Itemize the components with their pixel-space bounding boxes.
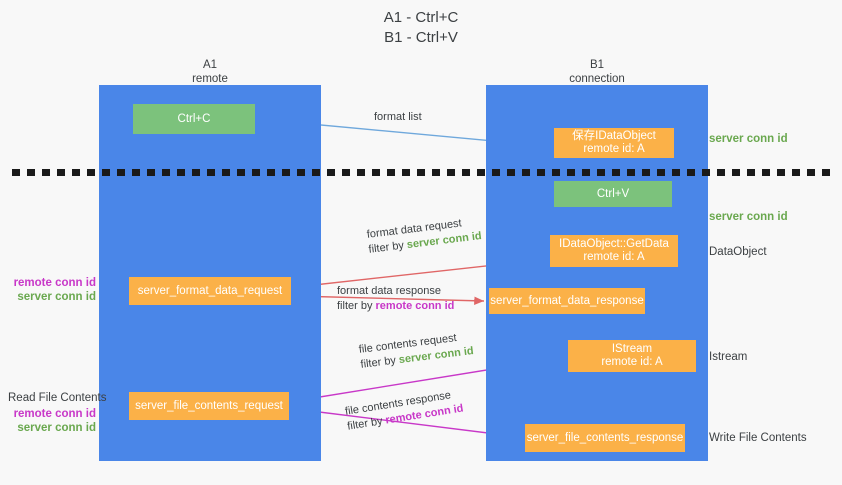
node-server-file-contents-request[interactable]: server_file_contents_request (129, 392, 289, 420)
column-a1-sub: remote (192, 73, 228, 85)
edge-format-data-response (294, 295, 485, 305)
note-write-file-contents: Write File Contents (709, 432, 807, 444)
node-save-idataobject[interactable]: 保存IDataObject remote id: A (554, 128, 674, 158)
node-getdata-line1: IDataObject::GetData (559, 238, 669, 250)
column-header-b1: B1 connection (537, 58, 657, 86)
column-b1-sub: connection (569, 73, 625, 85)
column-b1-name: B1 (589, 59, 605, 71)
filter-prefix-1: filter by (367, 239, 408, 256)
node-ctrl-v-label: Ctrl+V (596, 187, 630, 200)
note-server-conn-id-1: server conn id (17, 291, 96, 303)
node-getdata-line2: remote id: A (583, 251, 645, 263)
node-save-idataobject-line1: 保存IDataObject (572, 130, 656, 142)
filter-prefix-3: filter by (359, 354, 400, 371)
title-line-2: B1 - Ctrl+V (384, 29, 458, 46)
note-server-conn-id-top: server conn id (709, 133, 788, 145)
note-dataobject: DataObject (709, 246, 767, 258)
note-remote-conn-id-2: remote conn id (13, 408, 96, 420)
note-conn-ids-format: remote conn id server conn id (8, 276, 96, 304)
node-ctrl-c-label: Ctrl+C (177, 112, 211, 125)
title-line-1: A1 - Ctrl+C (383, 9, 459, 26)
note-read-file-contents: Read File Contents (8, 392, 107, 404)
node-save-idataobject-line2: remote id: A (583, 143, 645, 155)
node-server-format-data-response[interactable]: server_format_data_response (489, 288, 645, 314)
edge-file-contents-response (294, 408, 521, 440)
note-server-conn-id-mid: server conn id (709, 211, 788, 223)
dashed-separator-line (12, 169, 830, 176)
node-ctrl-c[interactable]: Ctrl+C (133, 104, 255, 134)
node-idataobject-getdata[interactable]: IDataObject::GetData remote id: A (550, 235, 678, 267)
note-istream: Istream (709, 351, 748, 363)
node-istream-line1: IStream (611, 343, 653, 355)
node-server-file-contents-response-label: server_file_contents_response (526, 431, 684, 444)
filter-prefix-2: filter by (337, 300, 376, 312)
node-server-format-data-request-label: server_format_data_request (137, 284, 283, 297)
node-server-file-contents-response[interactable]: server_file_contents_response (525, 424, 685, 452)
column-header-a1: A1 remote (150, 58, 270, 86)
page-title: A1 - Ctrl+C B1 - Ctrl+V (0, 8, 842, 48)
node-server-format-data-request[interactable]: server_format_data_request (129, 277, 291, 305)
node-server-file-contents-request-label: server_file_contents_request (135, 399, 283, 412)
note-remote-conn-id-1: remote conn id (13, 277, 96, 289)
node-ctrl-v[interactable]: Ctrl+V (554, 181, 672, 207)
node-server-format-data-response-label: server_format_data_response (490, 294, 644, 307)
edge-label-format-data-response-filter: filter by remote conn id (337, 299, 454, 314)
filter-id-2: remote conn id (375, 300, 455, 312)
column-a1-name: A1 (202, 59, 218, 71)
node-istream-line2: remote id: A (601, 356, 663, 368)
edge-label-format-data-response-text: format data response (337, 285, 441, 297)
edge-label-format-list-text: format list (374, 111, 422, 123)
note-conn-ids-file: Read File Contents remote conn id server… (8, 391, 107, 435)
edge-label-format-data-response: format data response filter by remote co… (337, 284, 454, 314)
edge-label-format-list: format list (374, 110, 422, 125)
note-server-conn-id-2: server conn id (17, 422, 96, 434)
node-istream[interactable]: IStream remote id: A (568, 340, 696, 372)
